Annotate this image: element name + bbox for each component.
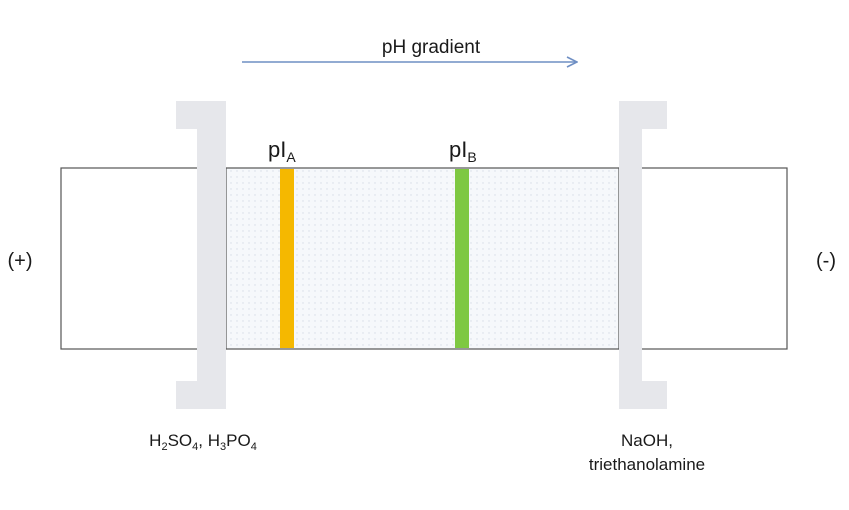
band-label-pi-b: pIB xyxy=(449,137,477,165)
cathode-clamp xyxy=(619,101,667,409)
anode-solution-sub-2: 2 xyxy=(161,441,167,453)
band-label-pi-a-base: pI xyxy=(268,137,286,162)
band-pi-b xyxy=(455,169,469,348)
anode-clamp xyxy=(176,101,226,409)
band-pi-a xyxy=(280,169,294,348)
band-label-pi-b-base: pI xyxy=(449,137,467,162)
anode-solution-so: SO xyxy=(168,431,193,450)
anode-solution-h2: , H xyxy=(198,431,220,450)
cathode-solution-line1: NaOH, xyxy=(621,431,673,450)
band-label-pi-a: pIA xyxy=(268,137,296,165)
cathode-sign: (-) xyxy=(816,250,836,272)
anode-solution: H2SO4, H3PO4 xyxy=(149,431,257,453)
anode-solution-sub-4b: 4 xyxy=(251,441,257,453)
band-label-pi-a-sub: A xyxy=(286,149,296,165)
gradient-label: pH gradient xyxy=(382,37,481,58)
anode-solution-sub-4a: 4 xyxy=(192,441,198,453)
anode-solution-po: PO xyxy=(226,431,251,450)
cathode-solution-line2: triethanolamine xyxy=(589,455,705,474)
anode-solution-h: H xyxy=(149,431,161,450)
cathode-chamber xyxy=(618,167,788,350)
anode-solution-sub-3: 3 xyxy=(220,441,226,453)
anode-sign: (+) xyxy=(8,250,33,272)
band-label-pi-b-sub: B xyxy=(467,149,476,165)
